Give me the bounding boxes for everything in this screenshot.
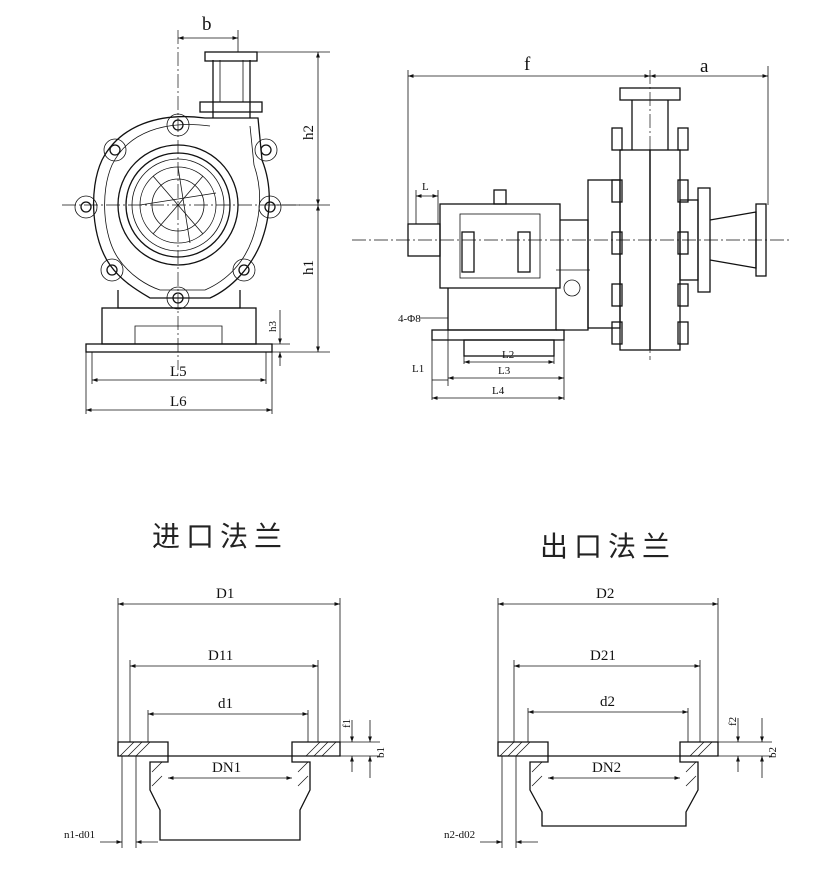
dim-L5: L5 — [170, 364, 187, 380]
dim-L6: L6 — [170, 394, 187, 410]
outlet-flange: 出口法兰 D2 D21 d2 DN2 f2 b2 — [444, 530, 779, 848]
front-view: b h2 h1 h3 L5 L6 — [62, 14, 330, 414]
dim-DN2: DN2 — [592, 760, 621, 776]
dim-d1: d1 — [218, 696, 233, 712]
dim-f1: f1 — [341, 719, 353, 728]
dim-L1: L1 — [412, 363, 424, 375]
dim-h3: h3 — [267, 321, 279, 333]
dim-L3: L3 — [498, 365, 511, 377]
dim-f2: f2 — [727, 717, 739, 726]
inlet-flange: 进口法兰 D1 D11 d1 DN1 f1 — [64, 520, 387, 848]
dim-n1-d01: n1-d01 — [64, 829, 95, 841]
side-view: f a L 4-Φ8 — [352, 54, 790, 400]
dim-b: b — [202, 14, 212, 35]
dim-L4: L4 — [492, 385, 505, 397]
dim-bolt-holes: 4-Φ8 — [398, 313, 421, 325]
dim-D21: D21 — [590, 648, 616, 664]
dim-d2: d2 — [600, 694, 615, 710]
dim-h1: h1 — [301, 260, 317, 275]
outlet-flange-title: 出口法兰 — [540, 530, 676, 563]
dim-D1: D1 — [216, 586, 234, 602]
inlet-flange-title: 进口法兰 — [152, 520, 288, 553]
dim-a: a — [700, 56, 709, 77]
dim-f: f — [524, 54, 531, 75]
dim-h2: h2 — [301, 125, 317, 140]
dim-L2: L2 — [502, 349, 514, 361]
dim-D2: D2 — [596, 586, 614, 602]
dim-n2-d02: n2-d02 — [444, 829, 475, 841]
dim-b2: b2 — [767, 747, 779, 758]
dim-DN1: DN1 — [212, 760, 241, 776]
dim-D11: D11 — [208, 648, 233, 664]
dim-b1: b1 — [375, 747, 387, 758]
dim-L: L — [422, 181, 429, 193]
